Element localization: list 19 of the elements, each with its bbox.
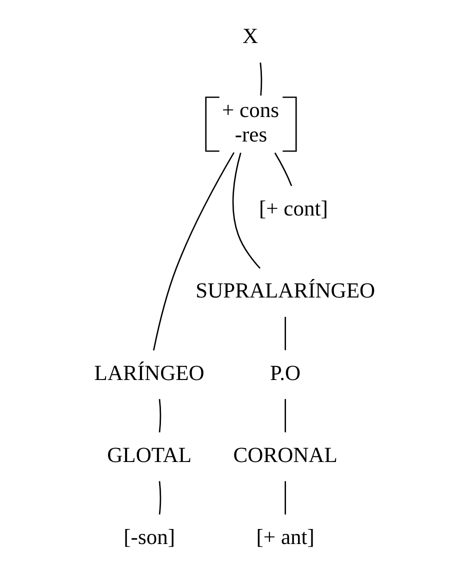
node-text: GLOTAL — [106, 442, 192, 467]
node-text: SUPRALARÍNGEO — [195, 278, 375, 303]
connector — [152, 152, 234, 350]
node-text: + cons -res — [222, 98, 279, 146]
connector — [158, 398, 161, 432]
connector — [284, 481, 286, 514]
node-text: CORONAL — [232, 442, 337, 467]
node-text: [-son] — [123, 525, 175, 550]
connector — [274, 152, 292, 186]
connector — [232, 152, 260, 269]
connector — [284, 316, 286, 350]
connector — [158, 481, 161, 515]
connector — [259, 62, 262, 96]
node-text: [+ cont] — [258, 196, 328, 221]
node-text: LARÍNGEO — [94, 360, 204, 385]
node-text: [+ ant] — [256, 525, 314, 550]
node-text: X — [242, 24, 258, 48]
node-text: P.O — [270, 360, 300, 385]
connector — [284, 399, 286, 432]
